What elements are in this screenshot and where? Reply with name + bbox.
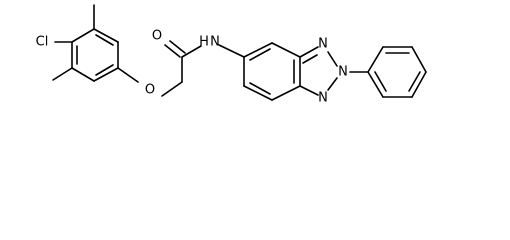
double-bond-inner [408, 71, 421, 92]
bond [327, 51, 338, 67]
chlorodimethylphenyl-ring [71, 28, 119, 82]
bond [411, 71, 427, 98]
bond [271, 42, 301, 58]
carbonyl-double-bond-b [169, 40, 186, 54]
carbonyl-to-nitrogen-bond [181, 45, 202, 58]
molecule-structure-diagram: Cl O O H N N N N [36, 4, 427, 106]
phenyl-ring [367, 46, 427, 98]
methyl-bottom-bond [52, 67, 73, 81]
carbonyl-double-bond-a [164, 44, 181, 58]
bond [411, 46, 427, 73]
oxygen-to-ch2-bond [161, 81, 183, 97]
double-bond-inner [249, 82, 271, 95]
bond [299, 46, 319, 58]
ether-oxygen-atom: O [145, 83, 155, 98]
bond [367, 46, 384, 73]
bond [71, 67, 95, 82]
ring-to-oxygen-bond [117, 67, 139, 83]
bond [93, 28, 119, 43]
carbonyl-oxygen-label: O [152, 29, 162, 44]
nitrogen-to-ring-bond [218, 44, 245, 58]
double-bond-inner [95, 34, 114, 46]
bond [93, 67, 119, 82]
triazole-ring [299, 46, 338, 96]
triazole-n3-label: N [318, 91, 328, 106]
double-bond-inner [249, 48, 271, 61]
bond [243, 85, 273, 101]
bond [71, 28, 95, 43]
benzotriazole-benzo-ring [243, 42, 301, 101]
amide-nitrogen-label: H [199, 35, 209, 50]
double-bond-inner [302, 54, 318, 64]
amide-nitrogen-atom: H N [199, 35, 220, 50]
double-bond-inner [374, 71, 387, 92]
bond [327, 77, 338, 91]
triazole-nitrogen-center: N [338, 65, 348, 80]
chlorine-label: Cl [36, 35, 49, 50]
amide-hydrogen-label: N [210, 35, 220, 50]
triazole-n2-label: N [338, 65, 348, 80]
bond [367, 71, 384, 98]
carbonyl-oxygen-atom: O [152, 29, 162, 44]
atom-labels: Cl O O H N N N N [36, 29, 348, 106]
triazole-n1-label: N [318, 37, 328, 52]
triazole-nitrogen-bottom: N [318, 91, 328, 106]
bond [243, 42, 273, 58]
ether-oxygen-label: O [145, 83, 155, 98]
chlorine-atom: Cl [36, 35, 49, 50]
triazole-nitrogen-top: N [318, 37, 328, 52]
bond [271, 85, 301, 101]
bond [299, 85, 319, 96]
bonds [52, 4, 427, 101]
double-bond-inner [95, 64, 114, 76]
